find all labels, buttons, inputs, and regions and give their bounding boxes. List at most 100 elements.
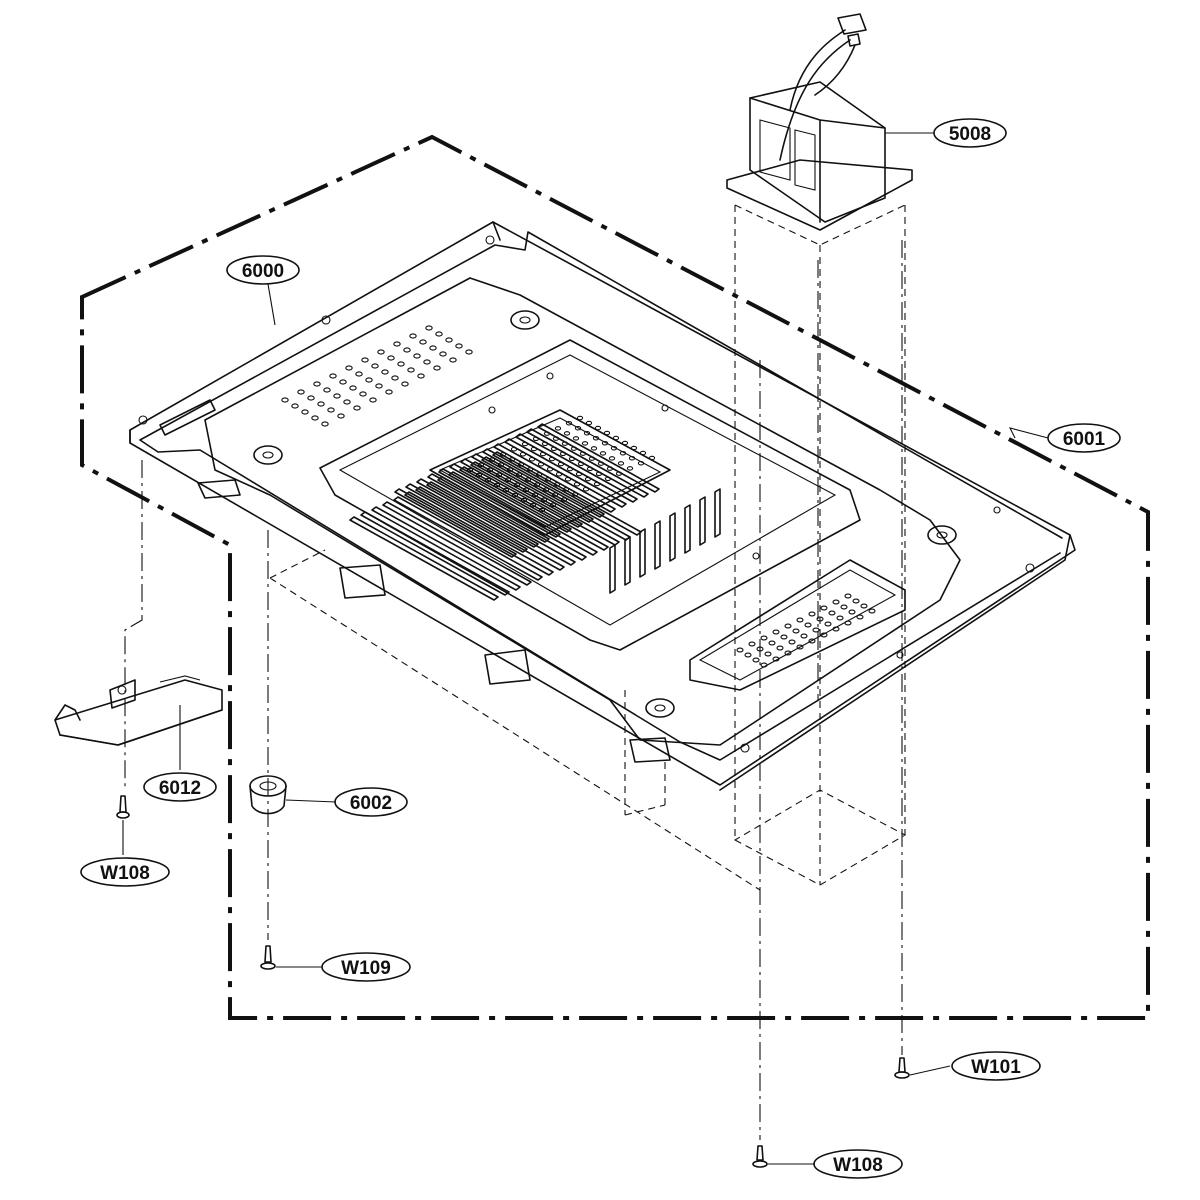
vent-slot	[609, 544, 616, 594]
vent-slot	[624, 536, 631, 586]
vent-hole	[808, 638, 816, 644]
callout-6001: 6001	[1047, 423, 1121, 453]
vent-slot	[714, 488, 721, 538]
vent-hole	[409, 333, 417, 339]
label-w108-left: W108	[100, 863, 150, 884]
vent-slot	[482, 448, 605, 518]
vent-hole	[856, 614, 864, 620]
vent-hole	[648, 455, 656, 461]
vent-slot	[471, 453, 594, 523]
vent-hole	[520, 497, 528, 503]
transformer-projection	[733, 204, 907, 886]
vent-slot	[449, 463, 572, 533]
vent-hole	[736, 647, 744, 653]
vent-slot	[654, 520, 661, 570]
vent-hole	[626, 466, 634, 471]
vent-slot	[405, 483, 528, 553]
label-w101: W101	[971, 1057, 1021, 1078]
vent-hole	[355, 371, 363, 377]
vent-slot	[426, 481, 576, 566]
vent-hole	[369, 397, 377, 403]
screw-w108-left	[116, 795, 130, 819]
vent-hole	[439, 351, 447, 357]
vent-hole	[840, 604, 848, 610]
vent-slot	[349, 516, 499, 601]
vent-hole	[301, 409, 309, 415]
vent-hole	[820, 632, 828, 638]
vent-hole	[780, 634, 788, 640]
vent-hole	[435, 331, 443, 337]
vent-hole	[848, 609, 856, 615]
vent-slots	[349, 423, 721, 601]
vent-slot	[427, 473, 550, 543]
vent-hole	[401, 381, 409, 387]
vent-hole	[317, 401, 325, 407]
vent-hole	[311, 415, 319, 421]
vent-hole	[425, 325, 433, 331]
vent-slot	[393, 496, 543, 581]
vent-slot	[515, 433, 638, 503]
vent-hole	[423, 359, 431, 365]
vent-slot	[360, 511, 510, 596]
vent-hole	[796, 617, 804, 623]
callout-5008: 5008	[933, 118, 1007, 148]
vent-hole	[844, 593, 852, 599]
vent-hole	[349, 385, 357, 391]
transformer	[726, 13, 913, 231]
callout-6012: 6012	[143, 772, 217, 802]
vent-hole	[391, 375, 399, 381]
vent-hole	[792, 628, 800, 634]
vent-hole	[327, 407, 335, 413]
label-6002: 6002	[350, 793, 392, 814]
vent-hole	[343, 399, 351, 405]
screw-w109	[260, 945, 276, 970]
vent-hole	[772, 656, 780, 662]
callout-6002: 6002	[334, 787, 408, 817]
vent-hole	[621, 440, 629, 446]
vent-hole	[844, 620, 852, 626]
vent-hole	[800, 633, 808, 639]
vent-hole	[371, 363, 379, 369]
vent-hole	[820, 605, 828, 611]
vent-slot	[537, 423, 660, 493]
vent-hole	[760, 662, 768, 668]
vent-hole	[608, 456, 616, 461]
vent-hole	[804, 622, 812, 628]
vent-hole	[281, 397, 289, 403]
vent-hole	[808, 611, 816, 617]
axis-w108-left	[124, 460, 143, 790]
vent-slot	[684, 504, 691, 554]
vent-hole	[612, 435, 620, 441]
vent-slot	[404, 491, 554, 576]
vent-slot	[504, 438, 627, 508]
callout-6000: 6000	[226, 255, 300, 285]
vent-hole	[323, 387, 331, 393]
vent-slot	[394, 488, 517, 558]
vent-hole	[576, 415, 584, 421]
label-w108-bottom: W108	[833, 1155, 883, 1176]
vent-hole	[832, 626, 840, 632]
vent-hole	[812, 627, 820, 633]
vent-hole	[554, 426, 562, 431]
vent-hole	[619, 450, 627, 456]
vent-slot	[438, 468, 561, 538]
callout-w108-left: W108	[80, 857, 170, 887]
vent-hole	[617, 461, 625, 466]
vent-hole	[455, 343, 463, 349]
vent-slot	[669, 512, 676, 562]
vent-hole	[744, 652, 752, 658]
vent-hole	[377, 349, 385, 355]
vent-hole	[381, 369, 389, 375]
vent-hole	[466, 467, 474, 473]
vent-hole	[599, 451, 607, 456]
vent-hole	[365, 377, 373, 383]
vent-hole	[752, 657, 760, 663]
vent-hole	[313, 381, 321, 387]
base-plate	[129, 221, 1076, 791]
vent-hole	[832, 599, 840, 605]
vent-hole	[628, 455, 636, 461]
vent-hole	[529, 502, 537, 508]
vent-hole	[385, 389, 393, 395]
vent-slot	[448, 471, 598, 556]
vent-hole	[585, 420, 593, 426]
